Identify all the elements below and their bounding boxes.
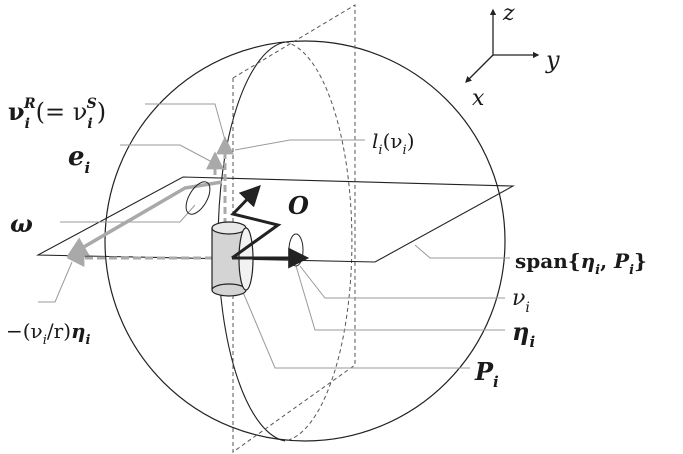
rotation-ellipse-nu [288, 233, 304, 267]
x-axis-line [465, 54, 494, 83]
leader-omega [60, 204, 196, 223]
label-e-i: ei [68, 142, 91, 177]
label-span: span{ηi, Pi} [515, 249, 647, 278]
label-p-i: Pi [474, 357, 499, 391]
label-neg-term: −(νi/r)ηi [6, 319, 91, 348]
leader-span [414, 244, 510, 259]
vertical-plane [232, 4, 356, 453]
horizontal-plane [35, 176, 516, 263]
label-l-i: li(νi) [372, 129, 415, 158]
axes-triad: z y x [465, 1, 560, 111]
label-omega: ω [10, 209, 33, 238]
leader-lines [38, 103, 510, 369]
z-axis-label: z [502, 1, 515, 26]
wheel-bottom [211, 283, 247, 297]
omega-vector [66, 180, 223, 258]
label-nu-i: νi [512, 286, 530, 316]
leader-l-i [234, 139, 365, 151]
y-axis-label: y [545, 46, 560, 74]
leader-eta-i [295, 265, 505, 331]
label-o: O [288, 191, 309, 220]
rotation-ellipse-upper [185, 181, 211, 215]
sphere-outline [104, 40, 506, 442]
o-vector [230, 184, 282, 260]
leader-e-i [120, 144, 213, 163]
meridian-back [284, 41, 353, 442]
x-axis-label: x [472, 86, 485, 111]
wheel-top [211, 221, 247, 235]
leader-nu-i [299, 265, 505, 299]
leader-nu-r [145, 103, 226, 141]
leader-neg-term [38, 261, 73, 303]
label-eta-i: ηi [512, 317, 535, 351]
leader-p-i [239, 284, 470, 369]
label-nu-r: νiR(= νiS) [8, 96, 106, 132]
